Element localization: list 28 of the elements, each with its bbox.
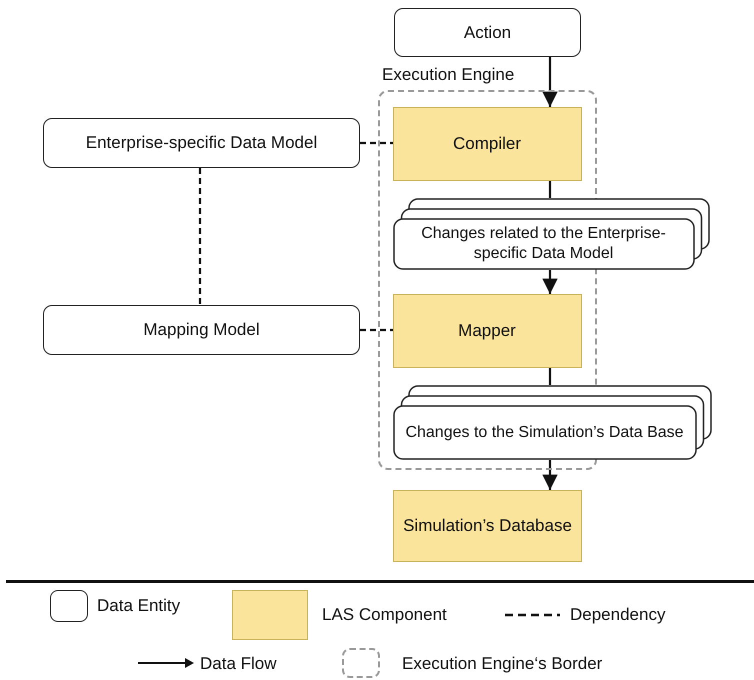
- legend-label: Dependency: [570, 605, 666, 625]
- node-label: Changes related to the Enterprise-specific Data Model: [420, 224, 667, 264]
- legend-label: LAS Component: [322, 605, 447, 625]
- legend-label: Data Entity: [97, 596, 180, 616]
- document-stack: [393, 385, 712, 460]
- data-entity-box: [43, 305, 360, 355]
- data-flow-arrow: [542, 460, 558, 490]
- node-label: Enterprise-specific Data Model: [84, 132, 318, 154]
- document-stack: [393, 198, 710, 270]
- data-entity-box: [43, 118, 360, 168]
- dependency-line: [198, 168, 202, 305]
- node-label: Mapper: [457, 320, 517, 342]
- node-label: Compiler: [452, 132, 522, 154]
- legend-label: Data Flow: [200, 654, 277, 674]
- component-box: [392, 106, 582, 180]
- node-label: Simulation’s Database: [402, 515, 573, 537]
- dependency-line: [360, 328, 393, 332]
- data-entity-box: [394, 8, 581, 57]
- component-box: [392, 294, 582, 368]
- data-flow-arrow: [542, 57, 558, 107]
- node-label: Action: [462, 22, 512, 44]
- data-flow-arrow: [542, 270, 558, 294]
- node-label: Changes to the Simulation’s Data Base: [404, 422, 685, 442]
- component-box: [393, 490, 582, 562]
- node-label: Mapping Model: [142, 319, 261, 341]
- dependency-line: [360, 142, 393, 144]
- legend-label: Execution Engine‘s Border: [402, 654, 602, 674]
- group-heading: Execution Engine: [382, 64, 514, 86]
